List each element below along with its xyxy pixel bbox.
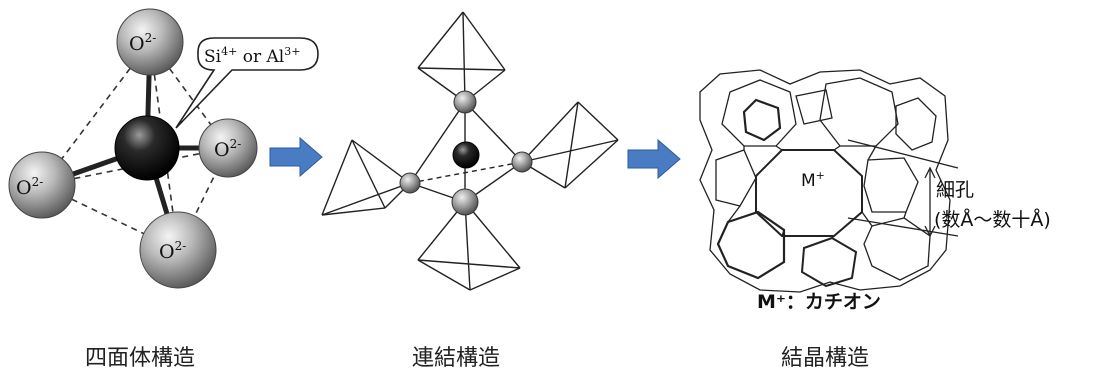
bridge-oxygen-right: [511, 151, 533, 173]
crystal-panel: [699, 69, 951, 293]
tetra-bottom: [417, 201, 521, 291]
silicon-atom: [114, 115, 180, 181]
crystal-outline: [699, 69, 951, 293]
oxygen-label-right: O2-: [214, 137, 241, 161]
cage-right-mid: [863, 157, 919, 213]
bridge-oxygen-top: [453, 90, 477, 114]
cage-right-top: [895, 97, 937, 151]
caption-linked: 連結構造: [412, 346, 500, 371]
caption-crystal: 結晶構造: [781, 346, 869, 371]
cage-top-left: [721, 79, 797, 147]
linked-atoms: [399, 90, 533, 216]
tetra-left: [321, 139, 411, 216]
tetrahedron-panel: O2- O2- O2- O2- Si4+ or Al3+ 四面体構造: [8, 8, 319, 371]
tetra-top: [417, 11, 506, 103]
cage-bottom-right: [863, 217, 931, 281]
oxygen-label-bottom: O2-: [159, 239, 186, 263]
oxygen-atom-bottom: [139, 211, 217, 289]
oxygen-label-top: O2-: [129, 31, 156, 55]
bridge-oxygen-bottom: [451, 188, 479, 216]
pore-label: 細孔: [936, 179, 974, 201]
central-silicon: [452, 141, 480, 169]
callout-bubble: [175, 37, 319, 129]
cation-legend: M⁺：カチオン: [757, 291, 881, 313]
cage-link-top: [795, 89, 833, 125]
cation-label: M+: [801, 169, 825, 191]
pore-size-label: (数Å～数十Å): [934, 208, 1051, 231]
callout-text: Si4+ or Al3+: [204, 45, 300, 67]
tetra-right: [521, 101, 619, 189]
arrow-right-icon: [269, 136, 323, 178]
linked-panel: [321, 11, 619, 291]
oxygen-atom-right: [198, 118, 258, 178]
oxygen-atom-top: [116, 8, 184, 76]
caption-tetrahedron: 四面体構造: [85, 346, 195, 371]
pore-dimension: [847, 139, 959, 238]
cage-top-right: [819, 77, 899, 147]
cage-left-mid: [715, 149, 757, 207]
oxygen-atom-left: [8, 151, 76, 219]
cage-bottom-left: [716, 210, 786, 280]
arrow-right-icon: [627, 138, 681, 180]
cage-center: [755, 149, 863, 237]
oxygen-label-left: O2-: [16, 175, 43, 199]
bridge-oxygen-left: [399, 172, 421, 194]
cage-window-bottom: [800, 236, 858, 288]
cage-window-tl: [742, 98, 782, 142]
